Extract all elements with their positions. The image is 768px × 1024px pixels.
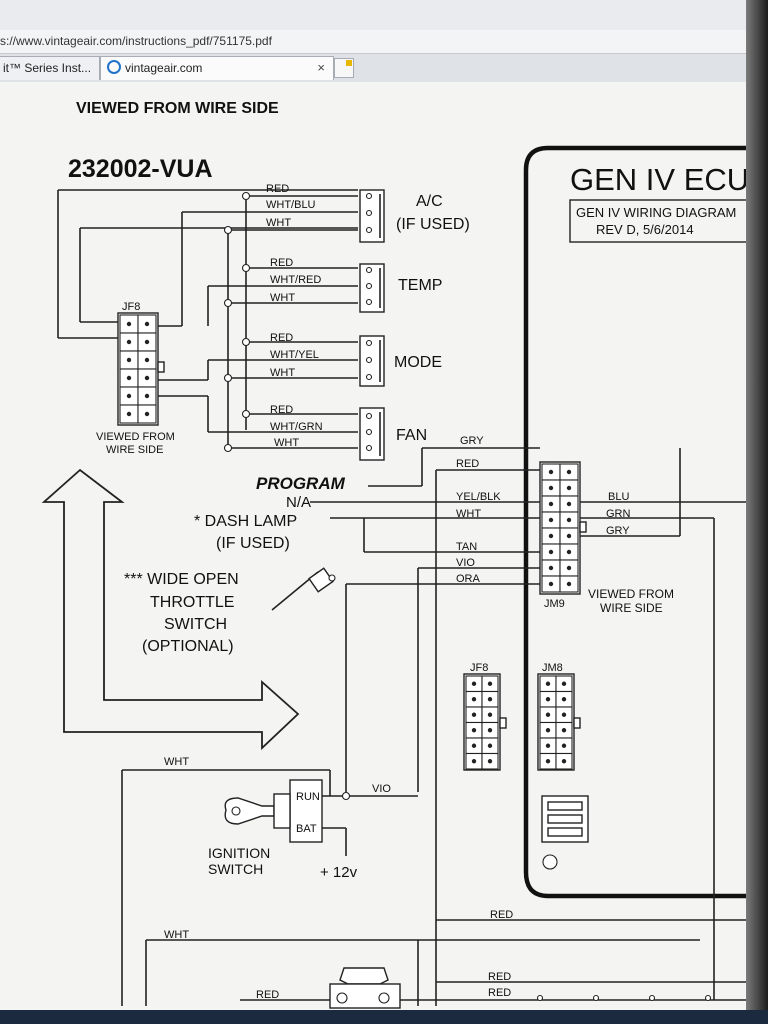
address-url[interactable]: s://www.vintageair.com/instructions_pdf/… — [0, 34, 272, 48]
wire-bus — [57, 189, 358, 448]
tab-vintageair[interactable]: vintageair.com × — [100, 56, 334, 80]
jm9-pins — [541, 463, 579, 593]
jf8-lower-pins — [465, 675, 499, 770]
ie-icon — [107, 60, 121, 74]
close-tab-icon[interactable]: × — [317, 60, 325, 75]
ecu-mounting-hole — [542, 854, 558, 870]
wire-label: WHT/YEL — [270, 349, 319, 361]
wire-label: RED — [256, 989, 279, 1001]
tab-strip: it™ Series Inst... vintageair.com × — [0, 54, 768, 83]
wire-label: VIO — [456, 557, 475, 569]
wire-label: RED — [270, 257, 293, 269]
jm9-wires — [310, 447, 746, 1006]
ignition-switch-label: SWITCH — [208, 861, 263, 877]
browser-title-bar — [0, 0, 768, 30]
tab-instructions[interactable]: it™ Series Inst... — [0, 56, 100, 80]
wire-label: WHT — [270, 367, 295, 379]
ecu-outline — [523, 145, 746, 899]
ignition-key-icon — [224, 793, 291, 829]
wire-label: VIO — [372, 783, 391, 795]
wire-label: RED — [266, 183, 289, 195]
tab-vintageair-label: vintageair.com — [125, 61, 203, 75]
ignition-label: IGNITION — [208, 845, 270, 861]
wire-label: WHT — [164, 929, 189, 941]
pdf-document: VIEWED FROM WIRE SIDE 232002-VUA GEN IV … — [0, 82, 746, 1010]
wire-side-label: WIRE SIDE — [600, 601, 663, 615]
dash-lamp-if-used-label: (IF USED) — [216, 535, 290, 552]
ecu-subtitle-2: REV D, 5/6/2014 — [596, 222, 694, 237]
mode-label: MODE — [394, 354, 442, 371]
wot-throttle-label: THROTTLE — [150, 594, 234, 611]
wire-label: ORA — [456, 573, 481, 585]
run-label: RUN — [296, 791, 320, 803]
na-label: N/A — [286, 494, 311, 511]
wire-label: TAN — [456, 541, 477, 553]
wire-label: WHT/RED — [270, 274, 321, 286]
wire-label: WHT/GRN — [270, 421, 323, 433]
bottom-wires — [145, 919, 746, 1006]
throttle-switch — [271, 567, 336, 611]
program-label: PROGRAM — [256, 474, 346, 493]
ac-wires — [80, 195, 358, 327]
viewed-from-label: VIEWED FROM — [96, 431, 175, 443]
plus-12v-label: + 12v — [320, 864, 358, 881]
wire-label: GRN — [606, 508, 631, 520]
screen-bezel — [746, 0, 768, 1024]
windows-taskbar — [0, 1010, 768, 1024]
ecu-info-box — [569, 199, 746, 243]
wire-label: RED — [488, 987, 511, 999]
wire-label: WHT — [274, 437, 299, 449]
jm9-label: JM9 — [544, 598, 565, 610]
fan-label: FAN — [396, 427, 427, 444]
jf8-lower-label: JF8 — [470, 662, 488, 674]
wire-side-label: WIRE SIDE — [106, 444, 163, 456]
part-number: 232002-VUA — [68, 155, 213, 183]
jf8-pins — [119, 314, 157, 424]
tab-instructions-label: it™ Series Inst... — [3, 61, 92, 75]
wire-label: BLU — [608, 491, 629, 503]
direction-arrow — [41, 468, 300, 751]
wire-label: RED — [456, 458, 479, 470]
wot-switch-label: SWITCH — [164, 616, 227, 633]
wire-label: RED — [270, 332, 293, 344]
ecu-title: GEN IV ECU — [570, 162, 746, 197]
viewed-from-wire-side-heading: VIEWED FROM WIRE SIDE — [76, 100, 279, 117]
wire-label: GRY — [606, 525, 630, 537]
ac-label: A/C — [416, 193, 443, 210]
relay-component — [329, 967, 401, 1009]
jf8-label: JF8 — [122, 301, 140, 313]
temp-wires — [207, 267, 358, 326]
wire-label: WHT — [266, 217, 291, 229]
wot-optional-label: (OPTIONAL) — [142, 638, 234, 655]
jm8-label: JM8 — [542, 662, 563, 674]
dash-lamp-label: * DASH LAMP — [194, 513, 297, 530]
temp-label: TEMP — [398, 277, 442, 294]
wire-label: GRY — [460, 435, 484, 447]
mode-wires — [158, 341, 358, 381]
ac-if-used-label: (IF USED) — [396, 216, 470, 233]
wire-label: YEL/BLK — [456, 491, 501, 503]
wire-label: WHT — [270, 292, 295, 304]
wire-label: WHT — [456, 508, 481, 520]
wiring-diagram: VIEWED FROM WIRE SIDE 232002-VUA GEN IV … — [41, 100, 746, 1009]
wire-label: RED — [490, 909, 513, 921]
wot-label: *** WIDE OPEN — [124, 571, 239, 588]
bat-label: BAT — [296, 823, 317, 835]
ecu-subtitle-1: GEN IV WIRING DIAGRAM — [576, 205, 736, 220]
address-bar[interactable]: s://www.vintageair.com/instructions_pdf/… — [0, 30, 768, 54]
wire-label: RED — [488, 971, 511, 983]
new-tab-button[interactable] — [334, 58, 354, 78]
jm8-pins — [539, 675, 573, 770]
viewed-from-label: VIEWED FROM — [588, 587, 674, 601]
wire-label: WHT/BLU — [266, 199, 316, 211]
wire-label: RED — [270, 404, 293, 416]
wire-label: WHT — [164, 756, 189, 768]
junction-dots — [223, 191, 251, 453]
fan-wires — [158, 395, 358, 449]
